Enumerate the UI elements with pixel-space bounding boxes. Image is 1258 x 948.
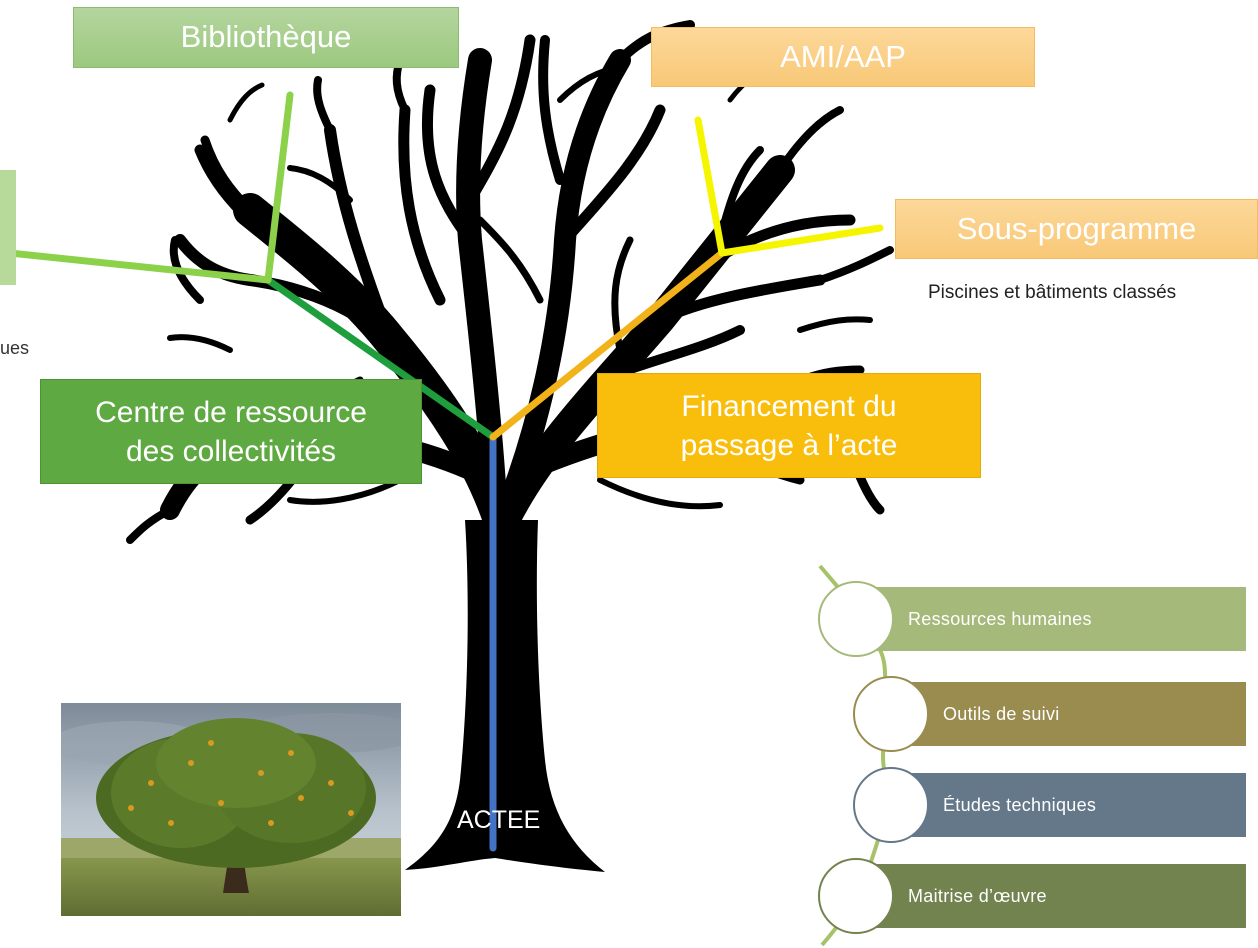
list-item-outils-label: Outils de suivi <box>943 703 1060 724</box>
list-item-ressources-label: Ressources humaines <box>908 608 1092 629</box>
list-bullet-ressources <box>818 581 894 657</box>
centre-ressource-box: Centre de ressource des collectivités <box>40 379 422 484</box>
tree-photo <box>61 703 401 916</box>
list-bullet-etudes <box>853 767 929 843</box>
sous-programme-box: Sous-programme <box>895 199 1258 259</box>
orange-line <box>489 249 726 441</box>
list-bullet-maitrise <box>818 858 894 934</box>
sous-programme-label: Sous-programme <box>956 210 1197 246</box>
list-item-maitrise-label: Maitrise d’œuvre <box>908 885 1047 906</box>
trunk-label: ACTEE <box>457 806 541 834</box>
light-green-line-a <box>264 91 294 284</box>
list-item-outils: Outils de suivi <box>893 682 1246 746</box>
green-line <box>264 276 497 441</box>
bibliotheque-box: Bibliothèque <box>73 7 459 68</box>
yellow-line-a <box>694 116 726 257</box>
piscines-label: Piscines et bâtiments classés <box>928 282 1177 303</box>
financement-box: Financement du passage à l’acte <box>597 373 981 478</box>
light-green-line-b <box>0 248 272 284</box>
financement-line-1: Financement du <box>681 389 897 423</box>
partial-left-text: ues <box>0 338 30 358</box>
list-item-etudes: Études techniques <box>893 773 1246 837</box>
yellow-line-b <box>718 224 884 257</box>
ami-aap-label: AMI/AAP <box>780 38 906 74</box>
centre-line-2: des collectivités <box>125 434 337 468</box>
list-bullet-outils <box>853 676 929 752</box>
list-item-etudes-label: Études techniques <box>943 794 1097 815</box>
financement-line-2: passage à l’acte <box>680 428 898 462</box>
list-item-ressources: Ressources humaines <box>858 587 1246 651</box>
centre-line-1: Centre de ressource <box>95 395 367 429</box>
partial-left-shape <box>0 170 16 285</box>
list-item-maitrise: Maitrise d’œuvre <box>858 864 1246 928</box>
ami-aap-box: AMI/AAP <box>651 27 1035 87</box>
bibliotheque-label: Bibliothèque <box>180 19 352 55</box>
